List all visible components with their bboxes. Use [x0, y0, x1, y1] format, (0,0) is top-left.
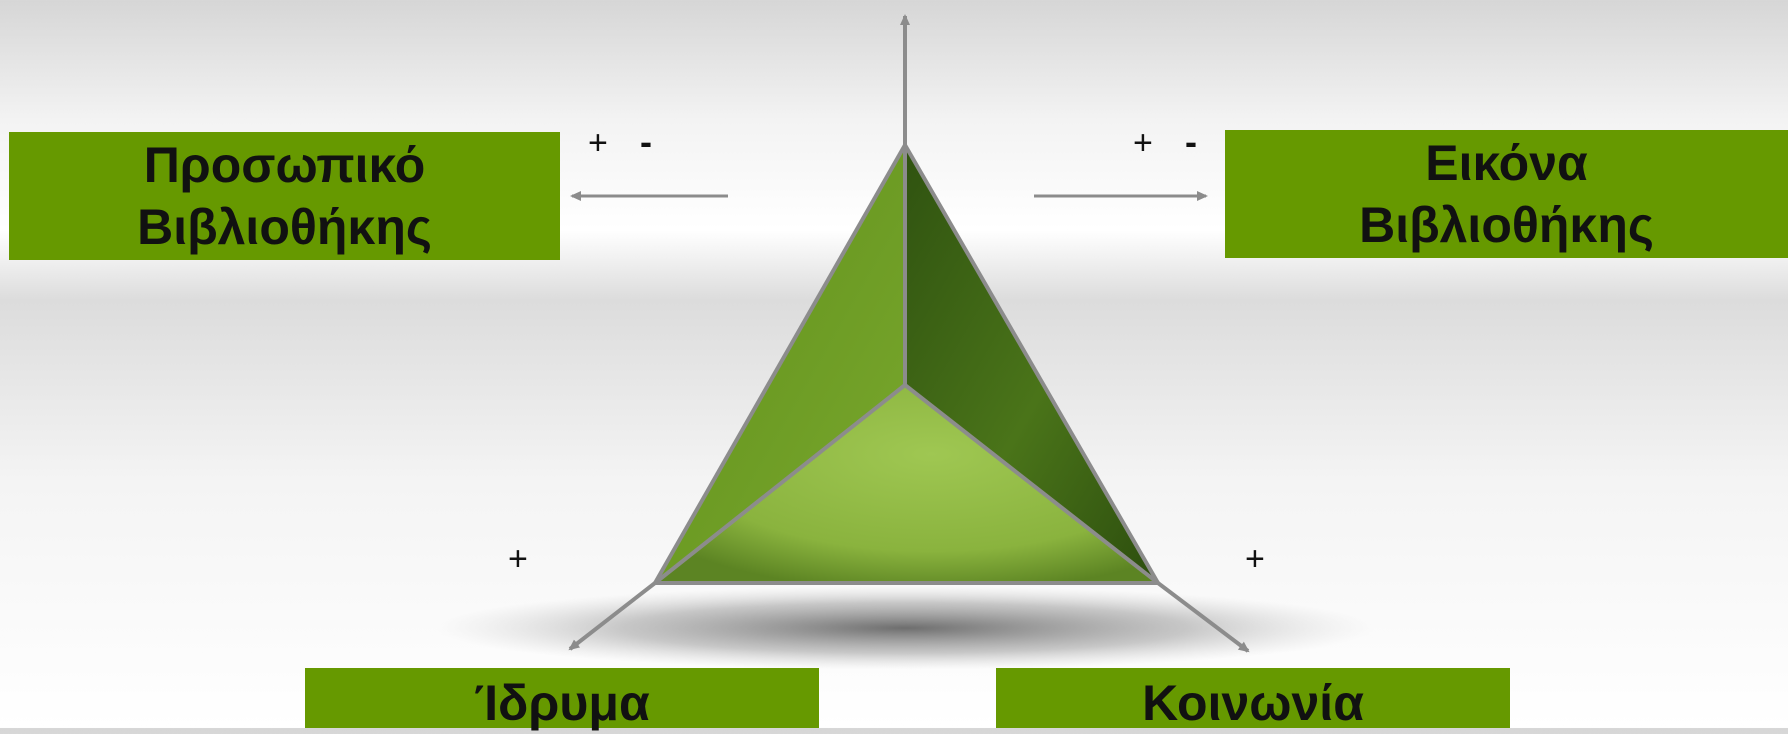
- pyramid-edge-right: [903, 143, 1160, 585]
- label-institution-text: Ίδρυμα: [474, 675, 650, 731]
- sign-plus-top-left: +: [588, 124, 608, 162]
- sign-plus-bottom-left: +: [508, 540, 528, 578]
- pyramid-edge-inner-left: [653, 383, 907, 585]
- label-personnel-line2: Βιβλιοθήκης: [137, 199, 432, 255]
- label-library-image-line2: Βιβλιοθήκης: [1359, 197, 1654, 253]
- sign-plus-bottom-right: +: [1245, 540, 1265, 578]
- label-library-image-line1: Εικόνα: [1425, 135, 1588, 191]
- axis-bottom-left-arrow: [568, 581, 657, 651]
- pyramid-face-bottom: [655, 385, 1158, 583]
- pyramid-edge-inner-right: [903, 383, 1160, 585]
- sign-minus-top-right: -: [1185, 121, 1197, 162]
- label-society: Κοινωνία: [996, 668, 1510, 731]
- label-library-image: Εικόνα Βιβλιοθήκης: [1225, 130, 1788, 258]
- pyramid-shadow: [435, 586, 1375, 670]
- label-personnel: Προσωπικό Βιβλιοθήκης: [9, 132, 560, 260]
- label-personnel-line1: Προσωπικό: [143, 137, 426, 193]
- sign-plus-top-right: +: [1133, 124, 1153, 162]
- axis-bottom-right-arrow: [1156, 581, 1250, 653]
- label-society-text: Κοινωνία: [1142, 675, 1364, 731]
- label-institution: Ίδρυμα: [305, 668, 819, 731]
- pyramid-edge-left: [653, 144, 907, 584]
- sign-minus-top-left: -: [640, 121, 652, 162]
